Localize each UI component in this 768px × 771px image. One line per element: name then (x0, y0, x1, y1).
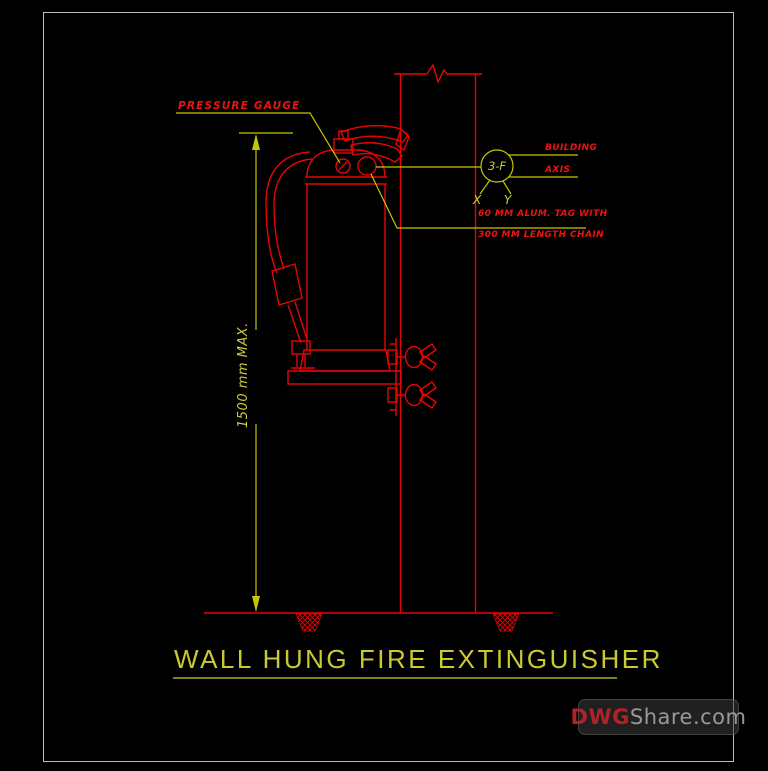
cylinder-dome (306, 149, 386, 178)
dim-arrow-down (252, 596, 260, 612)
axis-y-label: Y (504, 193, 512, 207)
ground-line (204, 612, 553, 632)
axis-x-label: X (473, 193, 482, 207)
leader-lines (176, 112, 586, 229)
wall-column (394, 63, 482, 613)
watermark-brand-primary: DWG (570, 705, 630, 729)
dimension-text: 1500 mm MAX. (236, 322, 251, 428)
height-dimension (239, 132, 293, 612)
balloon-tag: 3-F (487, 159, 507, 173)
grid-balloon (479, 149, 514, 195)
column-break-line (394, 63, 482, 84)
squeeze-lever (340, 124, 409, 143)
earth-hatch-right (492, 613, 520, 632)
drawing-border-frame (43, 12, 734, 762)
hose-inner (273, 158, 313, 270)
drawing-title: WALL HUNG FIRE EXTINGUISHER (174, 644, 663, 674)
carry-handle (350, 142, 403, 163)
tag-note-line1: 60 MM ALUM. TAG WITH (478, 209, 608, 219)
tag-leader (370, 173, 586, 229)
tag-note-line2: 300 MM LENGTH CHAIN (478, 230, 604, 240)
earth-hatch-left (295, 613, 323, 632)
hose-clip (291, 340, 311, 355)
nozzle (271, 263, 303, 306)
dim-arrow-up (252, 134, 260, 150)
pressure-gauge-leader (176, 112, 341, 164)
hose-outer (265, 151, 311, 274)
tag-ring-circle (357, 156, 377, 176)
base-plate (287, 370, 402, 385)
pressure-gauge-circle (335, 158, 351, 174)
pressure-gauge-label: PRESSURE GAUGE (178, 100, 301, 112)
axis-label: AXIS (545, 165, 571, 175)
wall-bracket (387, 338, 437, 416)
building-label: BUILDING (545, 143, 598, 153)
fire-extinguisher (265, 124, 410, 385)
watermark-brand-secondary: Share.com (629, 705, 747, 729)
